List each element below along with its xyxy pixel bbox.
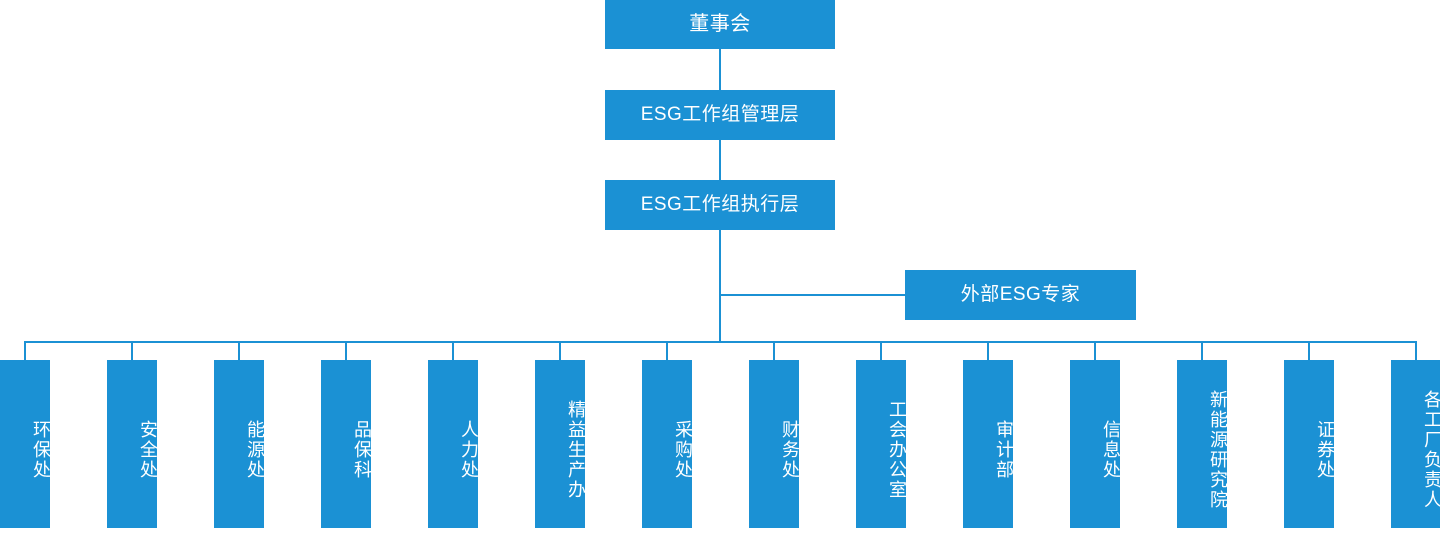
node-department-label: 新能源研究院 bbox=[1208, 390, 1228, 510]
node-department-label: 精益生产办 bbox=[566, 400, 586, 500]
node-department-label: 证券处 bbox=[1315, 420, 1335, 480]
node-department-2[interactable]: 安全处 bbox=[107, 360, 158, 528]
node-board-label: 董事会 bbox=[689, 13, 751, 35]
node-external-esg-advisor[interactable]: 外部ESG专家 bbox=[905, 270, 1136, 320]
node-department-11[interactable]: 信息处 bbox=[1070, 360, 1121, 528]
node-department-12[interactable]: 新能源研究院 bbox=[1177, 360, 1228, 528]
node-department-3[interactable]: 能源处 bbox=[214, 360, 265, 528]
connector-stub-dept-9 bbox=[880, 341, 882, 361]
node-department-label: 人力处 bbox=[459, 420, 479, 480]
node-department-label: 安全处 bbox=[138, 420, 158, 480]
connector-stub-dept-7 bbox=[666, 341, 668, 361]
node-department-label: 信息处 bbox=[1101, 420, 1121, 480]
connector-execution-trunk bbox=[719, 230, 721, 342]
node-board[interactable]: 董事会 bbox=[605, 0, 835, 49]
node-department-label: 能源处 bbox=[245, 420, 265, 480]
node-department-label: 采购处 bbox=[673, 420, 693, 480]
connector-stub-dept-12 bbox=[1201, 341, 1203, 361]
connector-stub-dept-8 bbox=[773, 341, 775, 361]
connector-stub-dept-10 bbox=[987, 341, 989, 361]
connector-stub-dept-3 bbox=[238, 341, 240, 361]
connector-department-bus bbox=[24, 341, 1416, 343]
node-department-label: 品保科 bbox=[352, 420, 372, 480]
connector-management-to-execution bbox=[719, 140, 721, 180]
node-department-10[interactable]: 审计部 bbox=[963, 360, 1014, 528]
node-department-label: 审计部 bbox=[994, 420, 1014, 480]
node-department-label: 各工厂负责人 bbox=[1422, 390, 1440, 510]
node-department-4[interactable]: 品保科 bbox=[321, 360, 372, 528]
connector-stub-dept-1 bbox=[24, 341, 26, 361]
node-esg-execution[interactable]: ESG工作组执行层 bbox=[605, 180, 835, 230]
node-department-label: 工会办公室 bbox=[887, 400, 907, 500]
node-external-esg-advisor-label: 外部ESG专家 bbox=[960, 284, 1081, 306]
node-department-9[interactable]: 工会办公室 bbox=[856, 360, 907, 528]
connector-stub-dept-13 bbox=[1308, 341, 1310, 361]
node-department-6[interactable]: 精益生产办 bbox=[535, 360, 586, 528]
node-esg-management[interactable]: ESG工作组管理层 bbox=[605, 90, 835, 140]
connector-stub-dept-6 bbox=[559, 341, 561, 361]
node-esg-execution-label: ESG工作组执行层 bbox=[640, 194, 800, 216]
connector-stub-dept-11 bbox=[1094, 341, 1096, 361]
node-department-label: 财务处 bbox=[780, 420, 800, 480]
node-department-13[interactable]: 证券处 bbox=[1284, 360, 1335, 528]
node-department-14[interactable]: 各工厂负责人 bbox=[1391, 360, 1440, 528]
connector-stub-dept-2 bbox=[131, 341, 133, 361]
node-department-5[interactable]: 人力处 bbox=[428, 360, 479, 528]
connector-trunk-to-advisor bbox=[719, 294, 905, 296]
node-department-label: 环保处 bbox=[31, 420, 51, 480]
node-esg-management-label: ESG工作组管理层 bbox=[640, 104, 800, 126]
node-department-7[interactable]: 采购处 bbox=[642, 360, 693, 528]
connector-stub-dept-14 bbox=[1415, 341, 1417, 361]
node-department-1[interactable]: 环保处 bbox=[0, 360, 51, 528]
connector-stub-dept-4 bbox=[345, 341, 347, 361]
connector-stub-dept-5 bbox=[452, 341, 454, 361]
connector-board-to-management bbox=[719, 49, 721, 90]
node-department-8[interactable]: 财务处 bbox=[749, 360, 800, 528]
